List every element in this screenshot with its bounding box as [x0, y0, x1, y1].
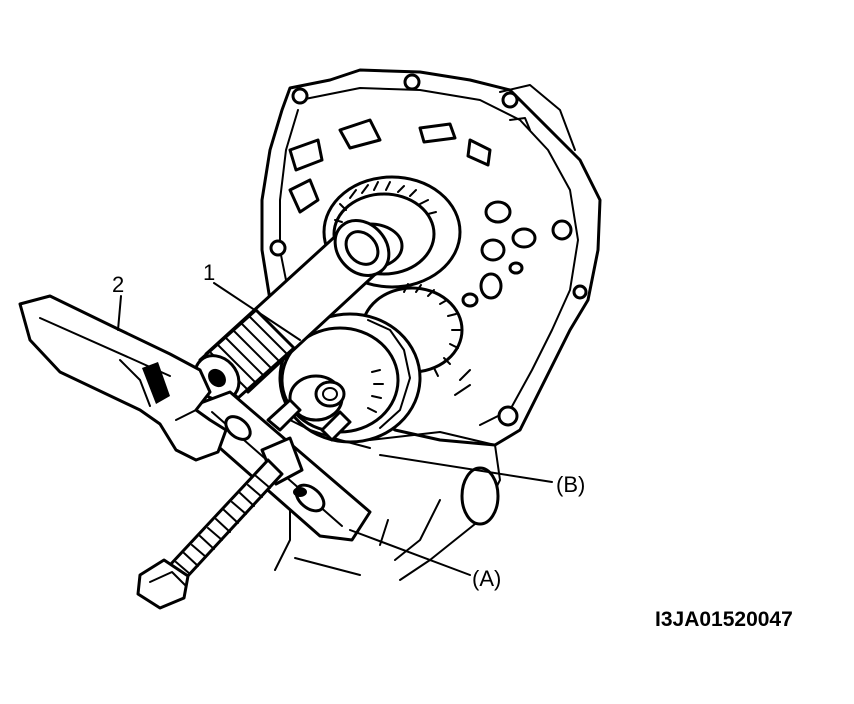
leader-line-2 [117, 295, 122, 331]
callout-2: 2 [112, 272, 124, 297]
callout-1: 1 [203, 260, 215, 285]
callout-b: (B) [556, 472, 585, 497]
leader-line-a [349, 529, 471, 576]
leader-lines [117, 282, 553, 576]
figure-code: I3JA01520047 [655, 608, 793, 631]
leader-line-1 [213, 282, 301, 341]
callout-a: (A) [472, 566, 501, 591]
adjustable-wrench [18, 294, 228, 462]
leader-line-b [379, 454, 553, 483]
puller-bolt [136, 458, 284, 610]
